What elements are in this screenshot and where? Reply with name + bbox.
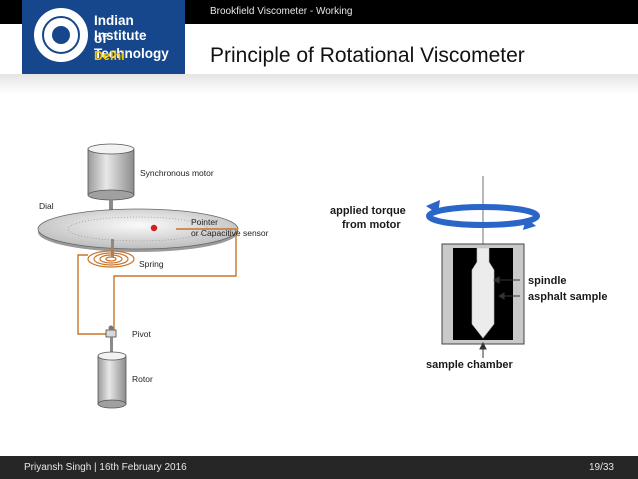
label-spindle: spindle xyxy=(528,275,567,287)
spindle-sample-diagram: applied torque from motor spindle asphal… xyxy=(320,162,628,384)
viscometer-mechanism-diagram: Synchronous motor Dial Pointer or Capaci… xyxy=(26,131,305,410)
label-torque-2: from motor xyxy=(342,219,401,231)
torque-arrow-icon xyxy=(426,200,540,230)
rotor xyxy=(97,351,127,409)
logo-line-3: Delhi xyxy=(94,49,125,63)
label-torque-1: applied torque xyxy=(330,205,406,217)
dial-disk xyxy=(37,208,239,252)
footer-bar: Priyansh Singh | 16th February 2016 19/3… xyxy=(0,456,638,479)
pivot xyxy=(105,325,117,338)
slide-title: Principle of Rotational Viscometer xyxy=(210,44,525,67)
label-pivot: Pivot xyxy=(132,329,152,339)
section-title: Brookfield Viscometer - Working xyxy=(210,6,353,17)
label-asphalt-sample: asphalt sample xyxy=(528,291,607,303)
footer-credit: Priyansh Singh | 16th February 2016 xyxy=(24,462,187,473)
pointer-mark xyxy=(150,224,158,232)
label-pointer: Pointer xyxy=(191,217,218,227)
label-rotor: Rotor xyxy=(132,374,153,384)
label-motor: Synchronous motor xyxy=(140,168,214,178)
label-sample-chamber: sample chamber xyxy=(426,359,514,371)
synchronous-motor xyxy=(87,143,135,201)
label-sensor: or Capacitive sensor xyxy=(191,228,269,238)
spindle-shape xyxy=(471,247,495,339)
frame-lines xyxy=(77,228,237,335)
label-dial: Dial xyxy=(39,201,54,211)
logo-line-1: Indian Institute xyxy=(94,13,147,43)
logo-line-2: of Technology xyxy=(94,31,169,61)
iit-delhi-logo: Indian Institute of Technology Delhi xyxy=(22,0,185,74)
label-spring: Spring xyxy=(139,259,164,269)
emblem-icon xyxy=(34,8,88,62)
page-number: 19/33 xyxy=(588,462,614,473)
spring-coil xyxy=(87,250,135,268)
header-shade xyxy=(0,74,638,94)
